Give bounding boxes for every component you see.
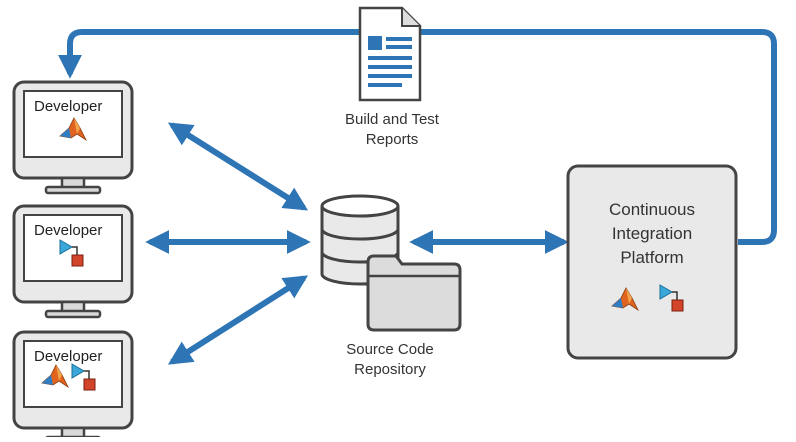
ci-label-line3: Platform xyxy=(620,248,684,267)
developer-label-1: Developer xyxy=(34,98,103,115)
feedback-arrow xyxy=(58,29,777,245)
developer-label-3: Developer xyxy=(34,348,103,365)
dev1-repo-arrow xyxy=(167,122,309,211)
reports-label-line2: Reports xyxy=(365,131,419,148)
ci-label-line1: Continuous xyxy=(608,200,695,219)
repository-label-line2: Repository xyxy=(354,361,426,378)
dev3-repo-arrow xyxy=(167,275,309,365)
ci-platform-box xyxy=(566,164,738,360)
ci-platform-label: Continuous Integration Platform xyxy=(568,198,736,270)
folder-icon xyxy=(366,254,462,332)
reports-label-line1: Build and Test xyxy=(345,111,439,128)
document-icon xyxy=(358,6,422,102)
developer-label-2: Developer xyxy=(34,222,103,239)
repository-label-line1: Source Code xyxy=(346,341,434,358)
ci-label-line2: Integration xyxy=(611,224,693,243)
